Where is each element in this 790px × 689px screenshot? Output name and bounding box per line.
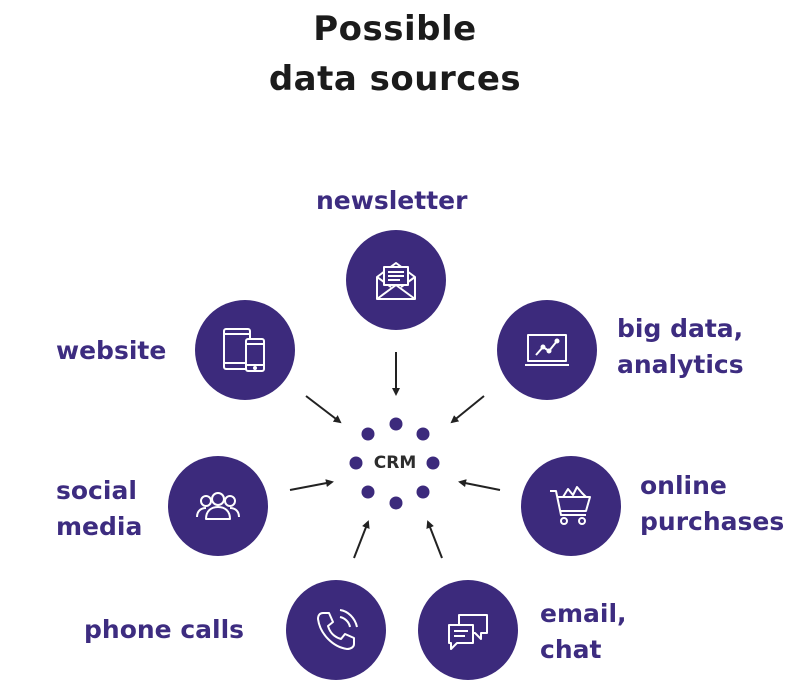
label-online-purchases: online purchases xyxy=(640,471,785,536)
arrow-website xyxy=(305,395,342,424)
diagram-title: Possible data sources xyxy=(0,4,790,104)
email-chat-node xyxy=(418,580,518,680)
envelope-icon xyxy=(376,262,416,300)
phone-calls-node xyxy=(286,580,386,680)
shopping-cart-icon xyxy=(550,486,591,525)
crm-label: CRM xyxy=(373,453,417,473)
title-line-2: data sources xyxy=(268,59,522,99)
monitor-chart-icon xyxy=(525,334,569,366)
arrow-email-chat xyxy=(426,520,443,559)
label-phone-calls: phone calls xyxy=(84,615,245,644)
arrow-online-purchases xyxy=(458,479,501,491)
people-group-icon xyxy=(196,492,240,520)
label-website: website xyxy=(56,336,167,365)
big-data-node xyxy=(497,300,597,400)
website-node xyxy=(195,300,295,400)
arrow-phone-calls xyxy=(353,520,370,559)
devices-icon xyxy=(223,328,265,372)
social-media-node xyxy=(168,456,268,556)
newsletter-node xyxy=(346,230,446,330)
label-email-chat: email, chat xyxy=(540,599,627,664)
label-newsletter: newsletter xyxy=(316,186,468,215)
arrow-big-data xyxy=(450,395,485,424)
label-big-data: big data, analytics xyxy=(617,314,744,379)
crm-dot-ring xyxy=(349,417,440,510)
online-purchases-node xyxy=(521,456,621,556)
chat-bubbles-icon xyxy=(448,614,488,650)
arrow-social-media xyxy=(289,479,334,491)
title-line-1: Possible xyxy=(313,9,477,49)
phone-icon xyxy=(317,609,358,650)
label-social-media: social media xyxy=(56,476,143,541)
